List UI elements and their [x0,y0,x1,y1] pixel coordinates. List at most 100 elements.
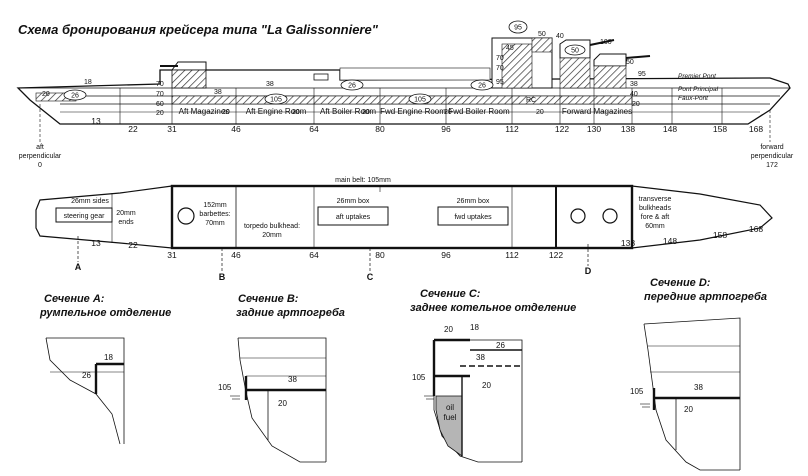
svg-text:20mm: 20mm [262,232,282,239]
aft-barbette [171,69,207,89]
frame-46: 46 [231,124,241,134]
svg-text:46: 46 [231,250,241,260]
aft-uptakes-box [317,206,389,226]
fwd-barbette-circle-1 [570,208,586,224]
svg-text:20: 20 [222,109,230,116]
svg-text:105: 105 [630,387,644,396]
diagram-title: Схема бронирования крейсера типа "La Gal… [18,22,379,37]
frame-22: 22 [128,124,138,134]
svg-text:Сечение D:: Сечение D: [650,277,711,289]
fwd-barbette-circle-2 [602,208,618,224]
fwd-perpendicular-label: forward perpendicular 172 [751,144,794,169]
svg-text:barbettes:: barbettes: [199,211,230,218]
svg-text:13: 13 [91,238,101,248]
svg-text:Сечение A:: Сечение A: [44,293,105,305]
svg-text:задние артпогреба: задние артпогреба [236,307,345,319]
compartment-aft-magazines: Aft Magazines [179,107,230,116]
svg-text:Сечение C:: Сечение C: [420,288,481,300]
circled-marker-7: 50 [564,44,586,56]
circled-marker-2: 105 [264,93,288,105]
svg-text:0: 0 [38,162,42,169]
svg-text:95: 95 [638,71,646,78]
main-belt-label: main belt: 105mm [335,177,391,184]
svg-text:158: 158 [713,230,727,240]
svg-text:18: 18 [84,79,92,86]
aft-barbette-circle [177,207,195,225]
svg-text:95: 95 [496,79,504,86]
svg-text:perpendicular: perpendicular [19,153,62,160]
svg-text:румпельное отделение: румпельное отделение [39,307,171,319]
svg-text:ends: ends [118,219,134,226]
frame-130: 130 [587,124,601,134]
frame-13: 13 [91,116,101,126]
deck-label-pont-principal: Pont Principal [678,86,719,93]
svg-text:forward: forward [760,144,783,151]
svg-text:bulkheads: bulkheads [639,205,671,212]
svg-text:138: 138 [621,238,635,248]
svg-text:20: 20 [444,109,452,116]
svg-text:70mm: 70mm [205,220,225,227]
svg-text:transverse: transverse [639,196,672,203]
armor-deck-hatch [171,95,633,105]
section-a: Сечение A: румпельное отделение 18 26 [39,293,171,445]
svg-text:Сечение B:: Сечение B: [238,293,299,305]
svg-text:oil: oil [446,403,454,412]
frame-168: 168 [749,124,763,134]
svg-text:105: 105 [412,373,426,382]
svg-text:100: 100 [600,39,612,46]
deck-label-faux-pont: Faux-Pont [678,95,709,102]
svg-text:38: 38 [694,383,703,392]
section-marker-c: C [367,272,374,282]
circled-marker-1: 26 [63,89,87,101]
sides-label: 26mm sides [71,198,109,205]
section-marker-d: D [585,266,592,276]
svg-text:20: 20 [362,109,370,116]
frame-96: 96 [441,124,451,134]
svg-text:38: 38 [266,81,274,88]
svg-text:18: 18 [104,353,113,362]
section-marker-a: A [75,262,82,272]
svg-text:torpedo bulkhead:: torpedo bulkhead: [244,223,300,230]
svg-text:40: 40 [630,91,638,98]
svg-text:38: 38 [214,89,222,96]
svg-text:20: 20 [278,399,287,408]
svg-text:60: 60 [156,101,164,108]
fwd-turret-lower [593,53,627,67]
svg-text:20: 20 [292,109,300,116]
circled-marker-5: 26 [470,79,494,91]
profile-view: 26 105 26 105 26 95 50 20 18 [16,20,794,169]
steering-gear-box [55,207,113,223]
frame-31: 31 [167,124,177,134]
svg-text:38: 38 [288,375,297,384]
frame-122: 122 [555,124,569,134]
svg-text:передние артпогреба: передние артпогреба [644,291,767,303]
svg-text:26: 26 [348,83,356,90]
svg-text:60mm: 60mm [645,223,665,230]
section-c: Сечение C: заднее котельное отделение 20… [410,288,576,463]
svg-text:fore & aft: fore & aft [641,214,669,221]
hull-plan-outline [35,185,773,249]
svg-text:70: 70 [156,81,164,88]
svg-text:172: 172 [766,162,778,169]
fwd-uptakes-box [437,206,509,226]
svg-text:perpendicular: perpendicular [751,153,794,160]
section-b: Сечение B: задние артпогреба 105 38 20 [218,293,345,463]
svg-text:26: 26 [496,341,505,350]
svg-text:122: 122 [549,250,563,260]
svg-text:20mm: 20mm [116,210,136,217]
svg-text:aft: aft [36,144,44,151]
svg-text:50: 50 [571,48,579,55]
frame-80: 80 [375,124,385,134]
frame-158: 158 [713,124,727,134]
svg-text:70: 70 [496,65,504,72]
svg-text:20: 20 [444,325,453,334]
compartment-fwd-engine-room: Fwd Engine Room [380,107,446,116]
svg-text:26mm box: 26mm box [457,198,490,205]
svg-text:20: 20 [684,405,693,414]
compartment-aft-boiler-room: Aft Boiler Room [320,107,376,116]
svg-text:70: 70 [156,91,164,98]
svg-text:26mm box: 26mm box [337,198,370,205]
frame-112: 112 [505,124,519,134]
svg-text:20: 20 [482,381,491,390]
